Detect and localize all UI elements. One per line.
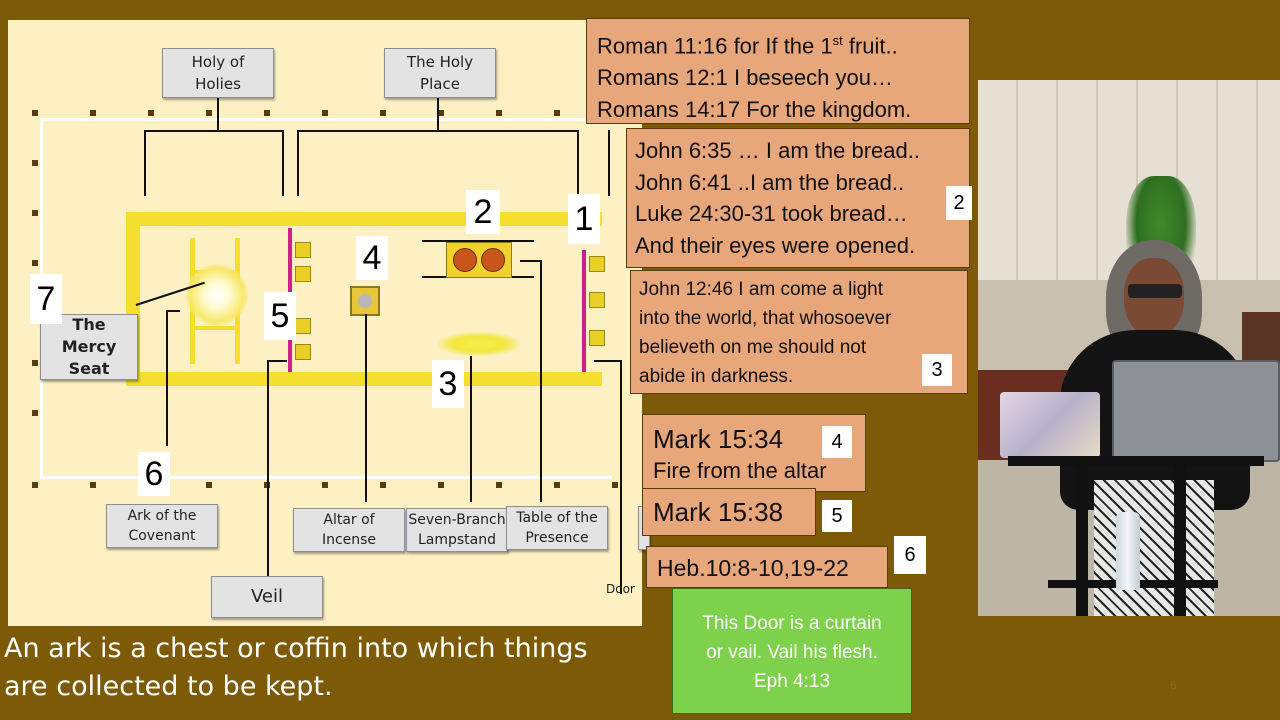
door-note-line-3: Eph 4:13 [753,671,831,692]
courtyard-post [438,482,444,488]
ref-light-line-1: John 12:46 I am come a light [639,279,883,300]
courtyard-post [322,482,328,488]
marker-3: 3 [432,360,464,408]
caption-line-2: are collected to be kept. [4,671,333,702]
door-line [582,250,586,372]
courtyard-bottom-line [40,476,612,479]
ref-bread-number: 2 [946,186,972,220]
ref-box-hebrews: Heb.10:8-10,19-22 [646,546,888,588]
altar-icon [350,286,380,316]
shekinah-glow [186,264,248,326]
courtyard-post [148,110,154,116]
lampstand-icon [438,332,520,356]
ref-box-light: John 12:46 I am come a light into the wo… [630,270,968,394]
tabernacle-top-wall [126,212,602,226]
marker-5: 5 [264,292,296,340]
marker-4: 4 [356,236,388,280]
courtyard-post [90,110,96,116]
mercy-seat-label: The Mercy Seat [40,314,138,380]
ref-bread-line-1: John 6:35 … I am the bread.. [635,138,920,163]
webcam-video [978,80,1280,616]
courtyard-post [612,482,618,488]
tabernacle-bottom-wall [126,372,602,386]
courtyard-post [32,410,38,416]
ref-light-line-3: believeth on me should not [639,337,867,358]
ref-mark-1538-number: 5 [822,500,852,532]
courtyard-post [554,482,560,488]
caption: An ark is a chest or coffin into which t… [4,630,644,706]
marker-1: 1 [568,194,600,244]
courtyard-post [554,110,560,116]
courtyard-post [206,110,212,116]
door-label: Door [606,582,635,596]
courtyard-top-line [40,118,612,121]
courtyard-post [438,110,444,116]
ark-of-covenant-label: Ark of the Covenant [106,504,218,548]
person-skirt [1094,480,1214,616]
altar-of-incense-label: Altar of Incense [293,508,405,552]
courtyard-post [264,110,270,116]
veil-label: Veil [211,576,323,618]
ref-light-number: 3 [922,354,952,386]
door-note-box: This Door is a curtain or vail. Vail his… [672,588,912,714]
podium-top [1008,456,1264,466]
ref-light-line-4: abide in darkness. [639,366,794,387]
laptop [1112,360,1280,462]
ref-light-line-2: into the world, that whosoever [639,308,892,329]
courtyard-post [32,482,38,488]
bracket-holies [144,130,284,132]
caption-line-1: An ark is a chest or coffin into which t… [4,633,588,664]
ref-box-bread: John 6:35 … I am the bread.. John 6:41 .… [626,128,970,268]
ref-hebrews-number: 6 [894,536,926,574]
glasses [1128,284,1182,298]
ref-romans-line-3: Romans 14:17 For the kingdom. [597,97,912,123]
holy-place-label: The Holy Place [384,48,496,98]
slide-number: 6 [1170,678,1177,692]
courtyard-post [496,482,502,488]
courtyard-post [32,210,38,216]
courtyard-post [380,110,386,116]
tablet [1000,392,1100,458]
courtyard-post [496,110,502,116]
ref-mark-1534-title: Mark 15:34 [653,424,784,454]
courtyard-post [380,482,386,488]
courtyard-post [32,260,38,266]
bracket-holy-place [297,130,579,132]
marker-7: 7 [30,274,62,324]
courtyard-post [90,482,96,488]
ref-bread-line-2: John 6:41 ..I am the bread.. [635,169,905,195]
ref-bread-line-3: Luke 24:30-31 took bread… [635,201,908,226]
tabernacle-diagram: Holy of Holies The Holy Place The Mercy … [8,20,650,626]
door-note-line-1: This Door is a curtain [702,613,882,634]
courtyard-post [32,160,38,166]
courtyard-post [32,360,38,366]
ref-box-romans: Roman 11:16 for If the 1st fruit.. Roman… [586,18,970,124]
ref-romans-line-1: Roman 11:16 for If the 1st fruit.. [597,33,898,59]
ref-bread-line-4: And their eyes were opened. [635,232,916,258]
door-note-line-2: or vail. Vail his flesh. [706,642,878,663]
table-icon [446,242,512,278]
water-bottle [1116,512,1140,590]
ref-romans-line-2: Romans 12:1 I beseech you… [597,65,893,91]
courtyard-post [206,482,212,488]
courtyard-post [322,110,328,116]
courtyard-post [32,110,38,116]
holy-of-holies-label: Holy of Holies [162,48,274,98]
marker-2: 2 [466,190,500,234]
ref-mark-1534-number: 4 [822,426,852,458]
ref-mark-1534-subtitle: Fire from the altar [653,458,827,483]
table-of-presence-label: Table of the Presence [506,506,608,550]
lampstand-label: Seven-Branch Lampstand [406,508,508,552]
marker-6: 6 [138,452,170,496]
ref-box-mark-1538: Mark 15:38 [642,488,816,536]
